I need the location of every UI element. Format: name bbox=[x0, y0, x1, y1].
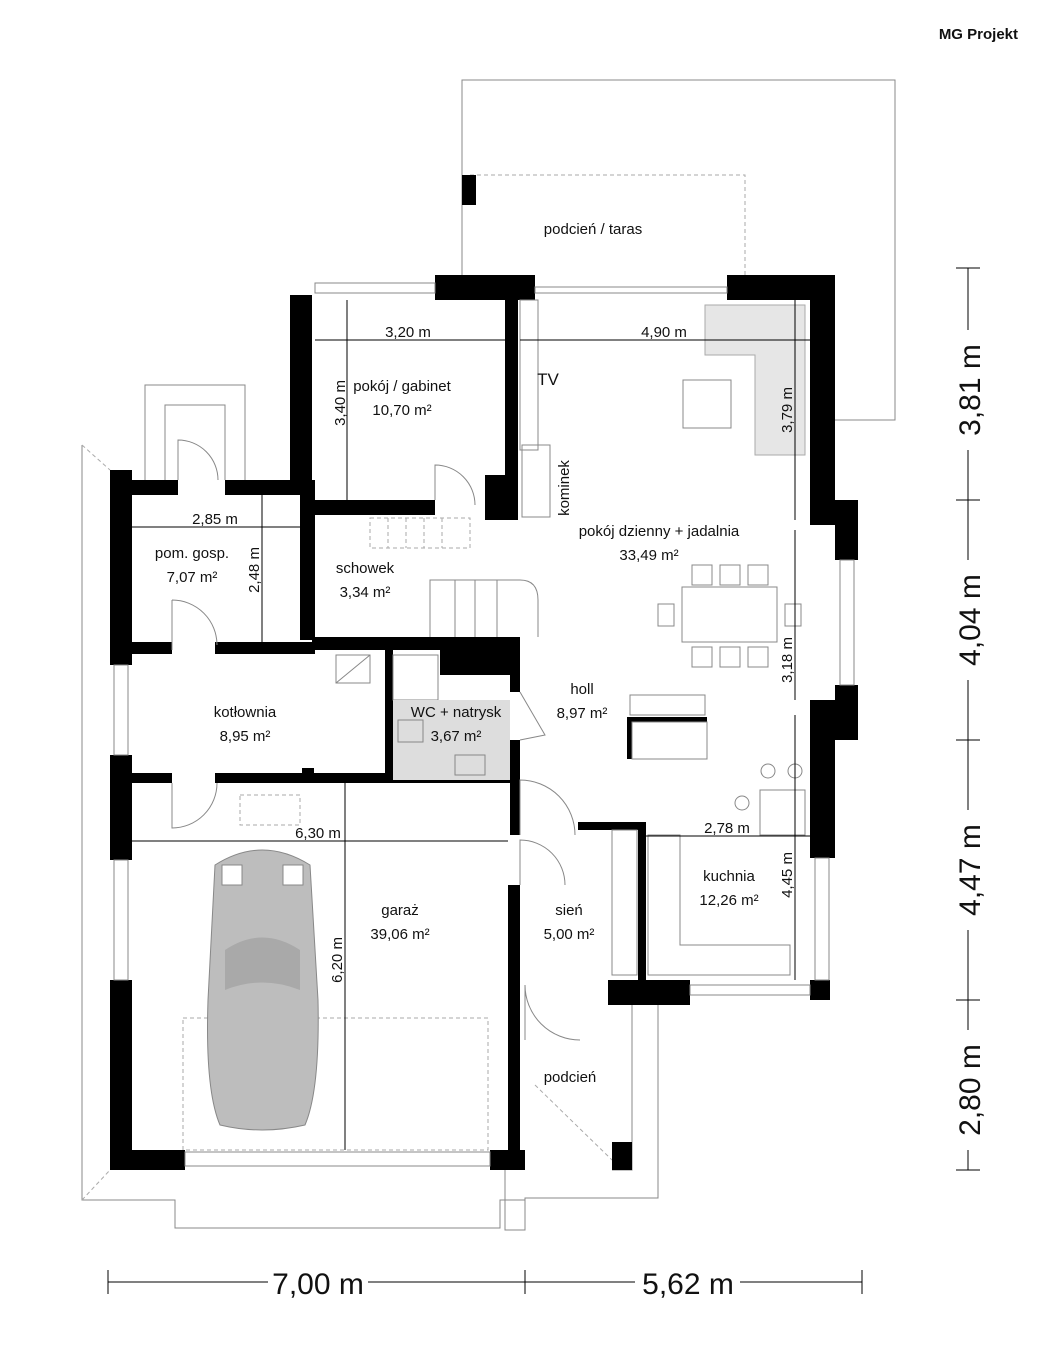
dim-garaz-w: 6,30 m bbox=[295, 825, 341, 842]
dim-gabinet-h: 3,40 m bbox=[332, 380, 349, 426]
room-gosp-area: 7,07 m² bbox=[167, 569, 218, 586]
tv-cabinet bbox=[519, 299, 539, 451]
dimension-lines bbox=[107, 267, 980, 1294]
room-schowek-name: schowek bbox=[336, 560, 395, 577]
fireplace bbox=[521, 444, 551, 518]
dim-dzienny-w: 4,90 m bbox=[641, 324, 687, 341]
walls bbox=[110, 175, 858, 1170]
overall-bottom-right: 5,62 m bbox=[642, 1268, 734, 1301]
room-garaz-name: garaż bbox=[381, 902, 419, 919]
dim-kuchnia-w: 2,78 m bbox=[704, 820, 750, 837]
dim-gosp-w: 2,85 m bbox=[192, 511, 238, 528]
wardrobe bbox=[611, 829, 638, 976]
car-icon bbox=[207, 849, 319, 1131]
room-holl-name: holl bbox=[570, 681, 593, 698]
kominek-label: kominek bbox=[556, 460, 573, 516]
room-kotlownia-area: 8,95 m² bbox=[220, 728, 271, 745]
overall-bottom-left: 7,00 m bbox=[272, 1268, 364, 1301]
room-sien-name: sień bbox=[555, 902, 583, 919]
outlines bbox=[81, 79, 896, 1231]
room-wc-area: 3,67 m² bbox=[431, 728, 482, 745]
tv-label: TV bbox=[537, 370, 559, 389]
shower bbox=[392, 654, 439, 701]
room-dzienny-area: 33,49 m² bbox=[619, 547, 678, 564]
dining-table bbox=[681, 586, 778, 643]
overall-right-2: 4,04 m bbox=[954, 574, 987, 666]
room-sien-area: 5,00 m² bbox=[544, 926, 595, 943]
room-taras: podcień / taras bbox=[544, 221, 642, 238]
windows bbox=[113, 282, 855, 1167]
furniture bbox=[182, 299, 806, 1151]
room-kuchnia-name: kuchnia bbox=[703, 868, 755, 885]
overall-right-4: 2,80 m bbox=[954, 1044, 987, 1136]
dim-gosp-h: 2,48 m bbox=[246, 547, 263, 593]
kitchen-counter bbox=[647, 834, 791, 976]
room-podcien: podcień bbox=[544, 1069, 597, 1086]
overall-right-1: 3,81 m bbox=[954, 344, 987, 436]
room-garaz-area: 39,06 m² bbox=[370, 926, 429, 943]
dim-kuchnia-h: 4,45 m bbox=[779, 852, 796, 898]
room-schowek-area: 3,34 m² bbox=[340, 584, 391, 601]
room-gabinet-name: pokój / gabinet bbox=[353, 378, 451, 395]
room-kuchnia-area: 12,26 m² bbox=[699, 892, 758, 909]
brand-logo: MG Projekt bbox=[938, 26, 1018, 43]
room-wc-name: WC + natrysk bbox=[411, 704, 502, 721]
room-dzienny-name: pokój dzienny + jadalnia bbox=[579, 523, 740, 540]
dim-dzienny-h: 3,79 m bbox=[779, 387, 796, 433]
sofa bbox=[704, 304, 806, 456]
overall-right-3: 4,47 m bbox=[954, 824, 987, 916]
dim-gabinet-w: 3,20 m bbox=[385, 324, 431, 341]
room-gabinet-area: 10,70 m² bbox=[372, 402, 431, 419]
room-holl-area: 8,97 m² bbox=[557, 705, 608, 722]
coffee-table bbox=[682, 379, 732, 429]
dim-garaz-h: 6,20 m bbox=[329, 937, 346, 983]
room-kotlownia-name: kotłownia bbox=[214, 704, 277, 721]
room-gosp-name: pom. gosp. bbox=[155, 545, 229, 562]
doors bbox=[171, 439, 581, 1041]
dim-dining-h: 3,18 m bbox=[779, 637, 796, 683]
